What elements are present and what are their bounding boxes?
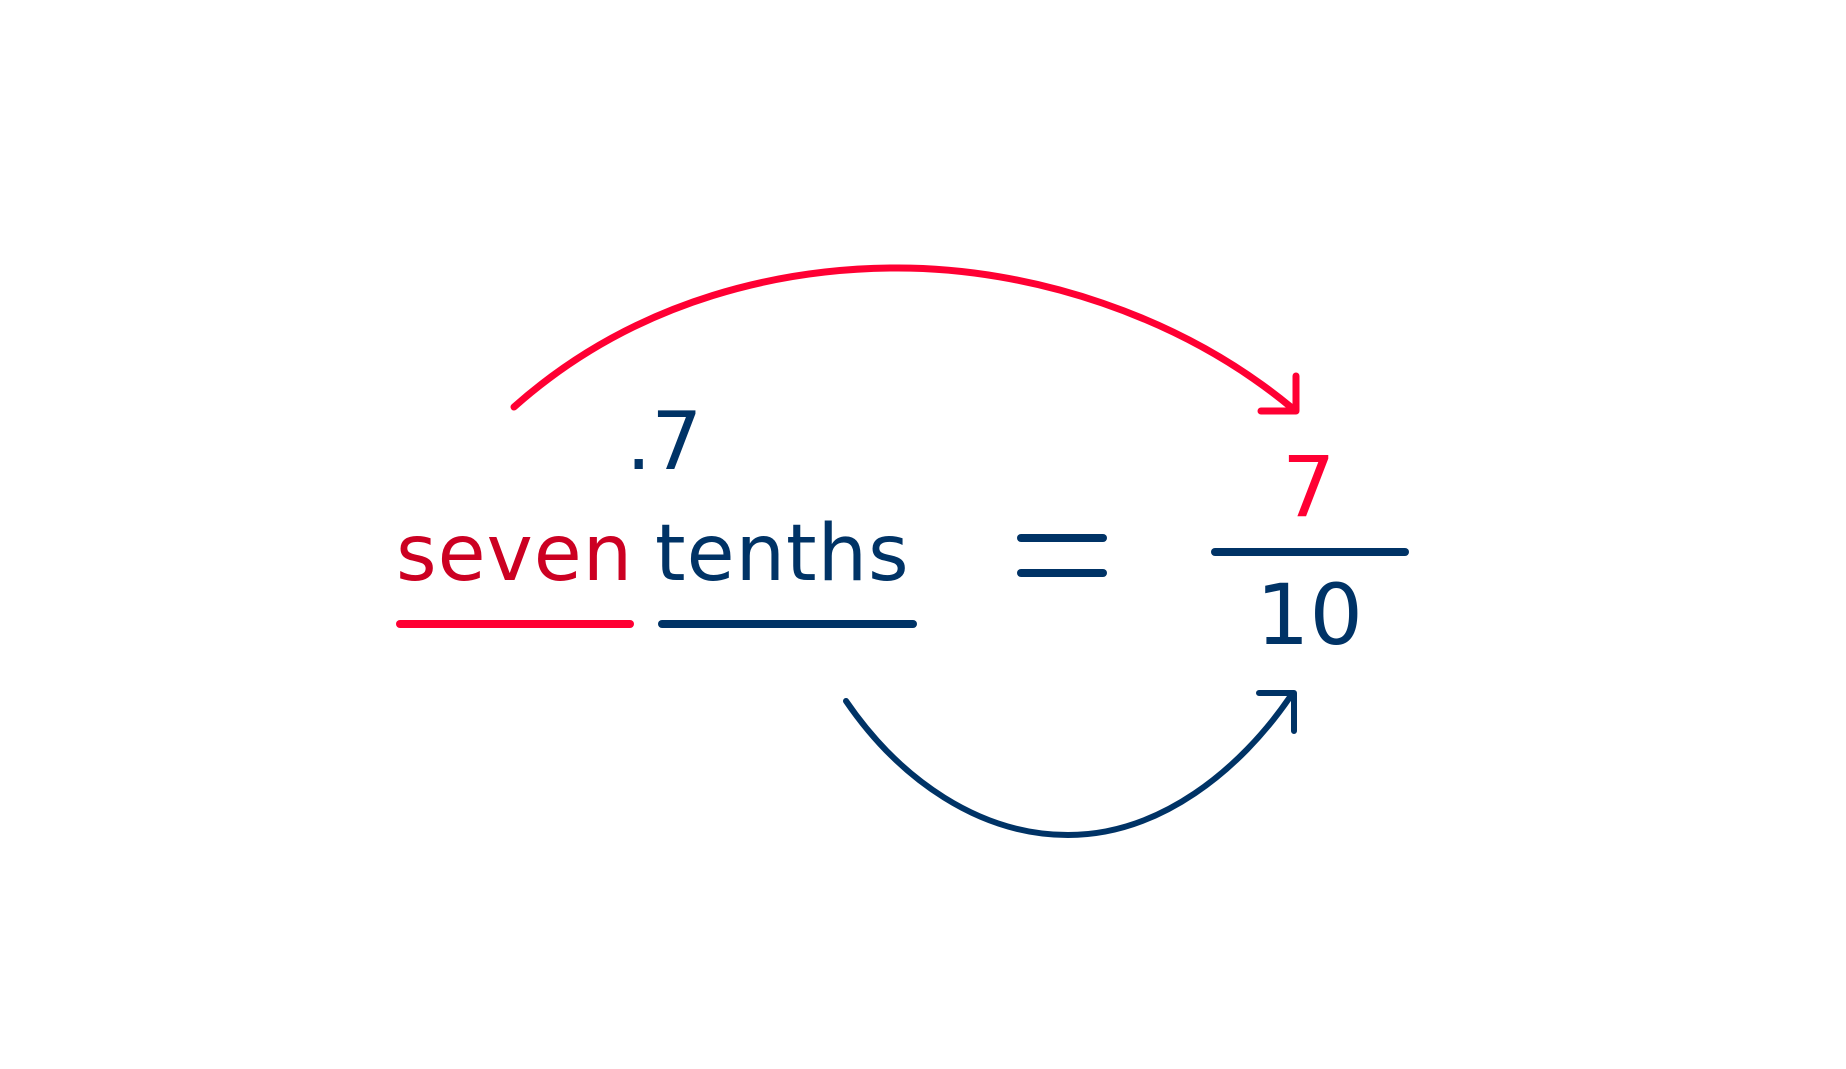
word-seven: seven xyxy=(396,509,634,599)
fraction-denominator: 10 xyxy=(1256,566,1363,664)
red-arrow-icon xyxy=(510,264,1300,415)
decimal-value: .7 xyxy=(626,395,703,488)
fraction-numerator: 7 xyxy=(1282,438,1336,536)
navy-arrow-icon xyxy=(843,690,1297,838)
equals-sign xyxy=(1017,534,1107,577)
word-tenths: tenths xyxy=(655,509,910,599)
